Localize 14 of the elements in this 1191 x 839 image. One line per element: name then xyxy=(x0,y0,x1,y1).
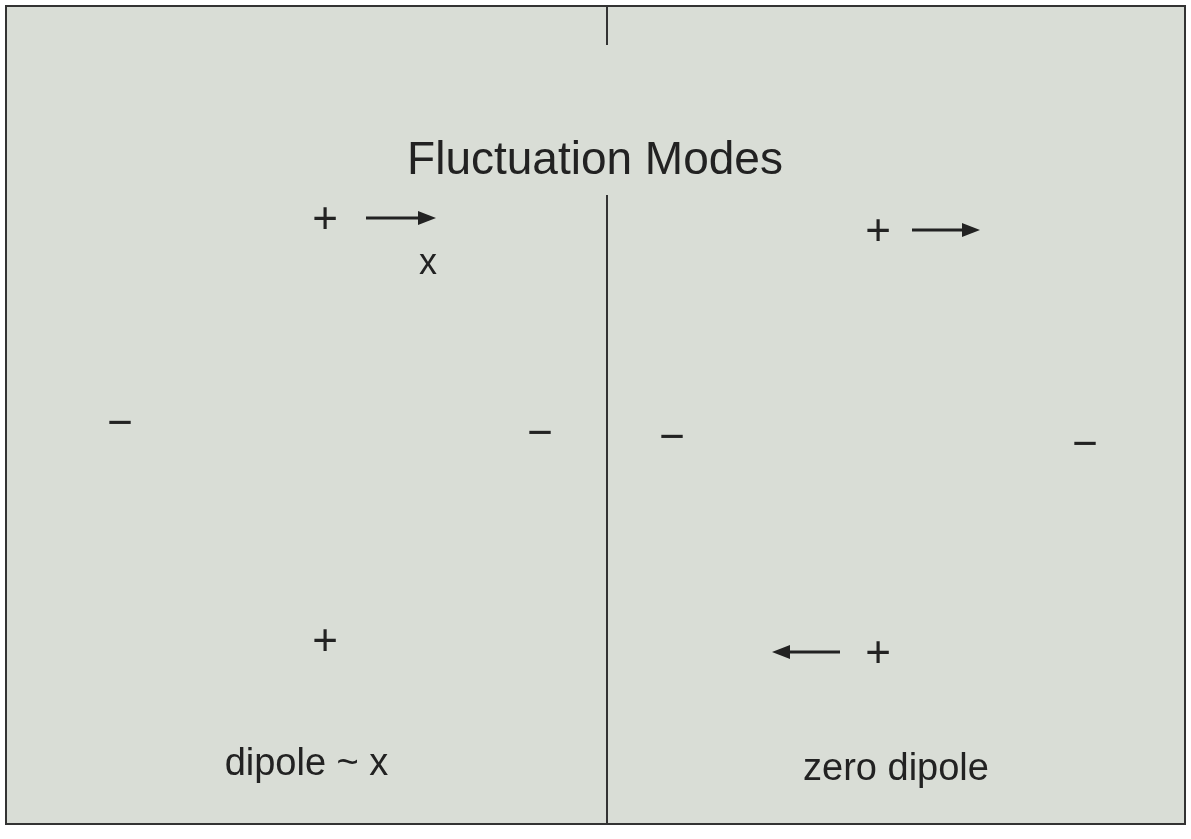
charge-sign: − xyxy=(527,410,553,454)
panel-caption: dipole ~ x xyxy=(223,741,390,784)
panel-caption: zero dipole xyxy=(802,746,990,789)
panel xyxy=(606,195,1186,825)
charge-sign: + xyxy=(865,208,891,252)
coordinate-label: x xyxy=(419,244,437,280)
charge-sign: − xyxy=(107,400,133,444)
charge-sign: + xyxy=(312,196,338,240)
charge-sign: − xyxy=(659,414,685,458)
title: Fluctuation Modes xyxy=(407,135,783,181)
panel xyxy=(5,195,608,825)
charge-sign: + xyxy=(312,618,338,662)
charge-sign: − xyxy=(1072,421,1098,465)
charge-sign: + xyxy=(865,630,891,674)
